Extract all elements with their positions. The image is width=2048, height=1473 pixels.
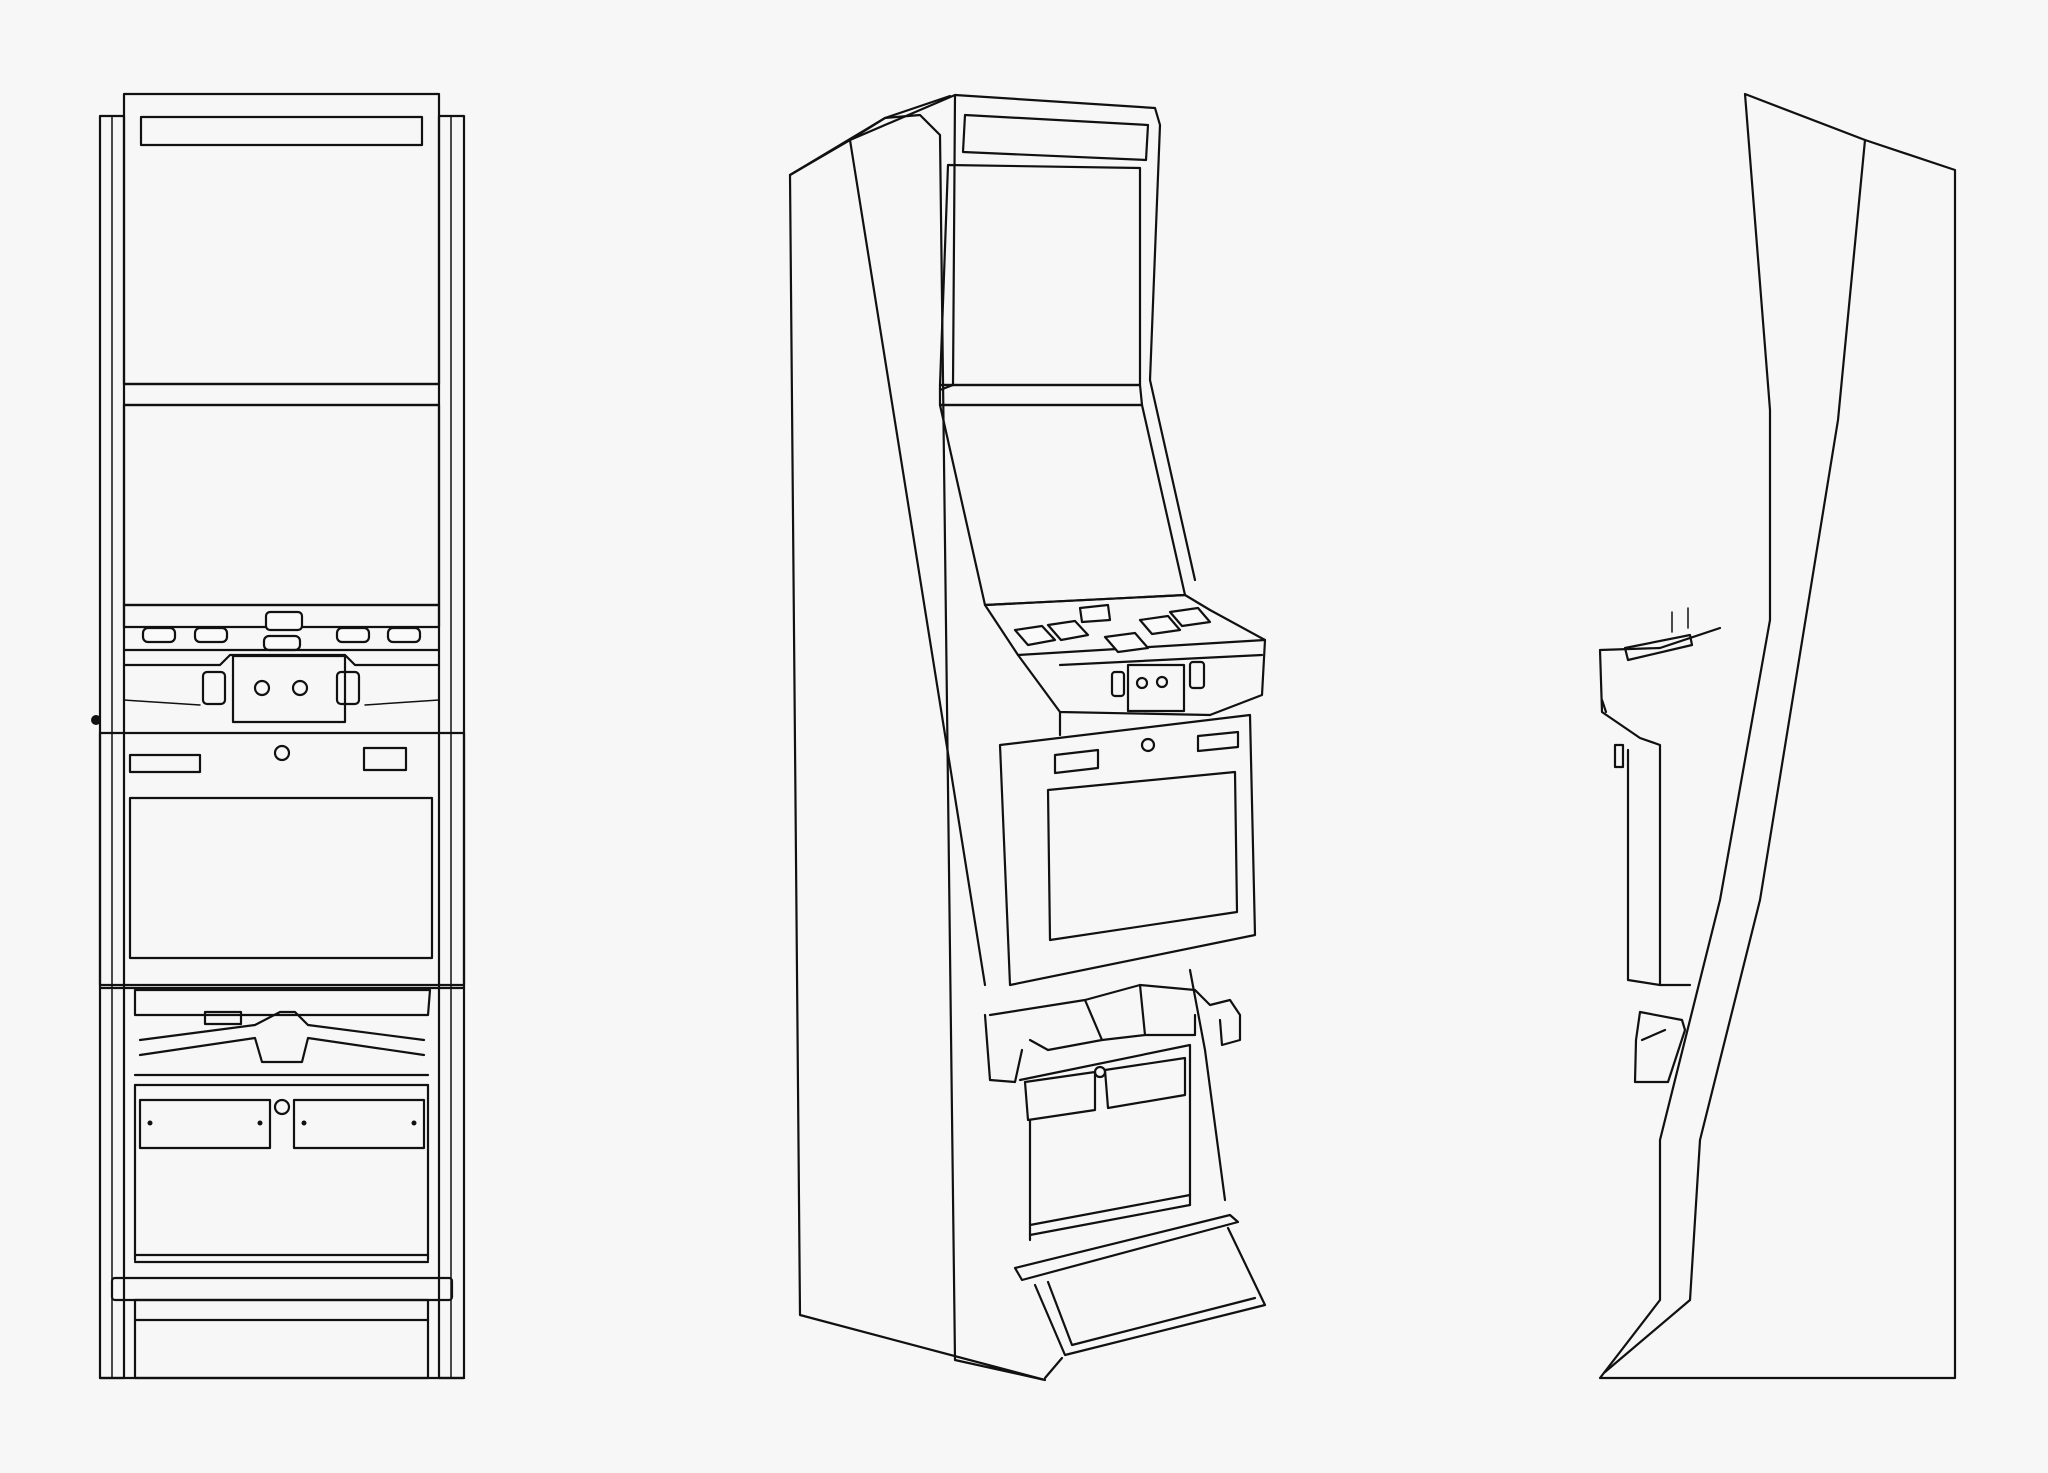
persp-belly-panel <box>998 713 1257 987</box>
side-tray-inner <box>1640 1028 1667 1042</box>
front-right-handle <box>335 670 361 706</box>
persp-side-top <box>788 116 887 177</box>
front-door-left <box>138 1098 272 1150</box>
persp-main-screen <box>938 403 1187 607</box>
side-belly <box>1626 748 1662 987</box>
front-deck-buttons <box>141 610 422 652</box>
front-side-knob <box>91 715 101 725</box>
persp-side-slope <box>848 138 987 987</box>
persp-deck <box>983 593 1267 717</box>
front-top-screen-frame <box>122 92 441 386</box>
persp-foot-rest <box>1033 1226 1267 1357</box>
deck-button-2 <box>193 626 229 644</box>
persp-button-4 <box>1138 614 1182 636</box>
persp-top-screen <box>938 163 1142 387</box>
persp-lock-2 <box>1155 675 1169 689</box>
persp-button-1 <box>1013 624 1057 647</box>
front-lower-top <box>133 988 432 1017</box>
persp-top-edge <box>883 94 952 120</box>
side-deck-edge <box>1600 698 1608 714</box>
front-center-panel <box>231 654 347 724</box>
deck-button-4 <box>335 626 371 644</box>
persp-lower-top <box>988 983 1242 1047</box>
persp-door-right <box>1103 1056 1187 1110</box>
front-lock-1 <box>253 679 271 697</box>
persp-screen-divider <box>938 383 1144 407</box>
front-lock-2 <box>291 679 309 697</box>
persp-tray-front <box>1028 1038 1104 1052</box>
side-buttons <box>1623 633 1694 662</box>
front-base-panel <box>133 1298 430 1380</box>
persp-door-left <box>1023 1070 1097 1122</box>
deck-button-5 <box>386 626 422 644</box>
door-screw-1 <box>147 1120 153 1126</box>
persp-kick-lines <box>1028 1193 1192 1237</box>
front-left-handle <box>201 670 227 706</box>
front-deck-underside <box>123 699 440 706</box>
persp-tray-right <box>1143 1013 1197 1037</box>
persp-top-sign <box>961 113 1150 162</box>
persp-foot-bar <box>1013 1213 1240 1282</box>
persp-belly-screen <box>1046 770 1239 942</box>
front-ticket-slot <box>362 746 408 772</box>
deck-button-1 <box>141 626 177 644</box>
persp-bill-label <box>1196 730 1240 753</box>
persp-lower-lip <box>1018 1043 1192 1082</box>
side-joystick <box>1671 607 1689 633</box>
front-view <box>91 92 466 1380</box>
persp-lock-1 <box>1135 676 1149 690</box>
persp-lower-sides <box>1028 1058 1192 1242</box>
persp-right-handle <box>1188 660 1206 690</box>
front-belly-lock <box>273 744 291 762</box>
persp-belly-joint <box>1058 710 1212 737</box>
persp-ticket-slot <box>1053 748 1100 775</box>
persp-base-corner <box>1043 1356 1064 1380</box>
persp-button-2 <box>1046 619 1090 642</box>
persp-deck-buttons <box>1013 603 1212 654</box>
door-screw-4 <box>411 1120 417 1126</box>
side-outline <box>1598 92 1957 1380</box>
front-tray-tab <box>203 1010 243 1026</box>
front-top-sign <box>139 115 424 147</box>
persp-button-3 <box>1103 631 1150 654</box>
front-foot-bar <box>110 1276 454 1302</box>
persp-tray <box>1083 983 1147 1042</box>
front-door-right <box>292 1098 426 1150</box>
side-tray <box>1633 1010 1687 1084</box>
front-door-lock <box>273 1098 291 1116</box>
front-belly-panel <box>98 731 466 987</box>
persp-left-handle <box>1110 670 1126 698</box>
deck-button-3 <box>262 634 302 652</box>
persp-foot-rest-inner <box>1046 1280 1257 1347</box>
persp-joystick <box>1078 603 1112 624</box>
perspective-view <box>788 93 1267 1382</box>
persp-side-panel <box>788 113 1047 1382</box>
side-front-slope <box>1603 138 1867 1374</box>
door-screw-2 <box>257 1120 263 1126</box>
side-view <box>1598 92 1957 1380</box>
side-handle <box>1613 743 1625 769</box>
front-bill-label <box>128 753 202 774</box>
deck-joystick <box>264 610 304 632</box>
persp-right-edge <box>1188 968 1227 1202</box>
side-deck <box>1598 626 1722 987</box>
persp-front-top <box>848 93 1197 582</box>
persp-door-lock <box>1093 1065 1107 1079</box>
persp-lower-left <box>983 1013 1024 1084</box>
door-screw-3 <box>301 1120 307 1126</box>
front-main-screen <box>122 403 441 607</box>
front-lower-bevel <box>138 1010 426 1042</box>
persp-deck-lower <box>1058 653 1264 667</box>
persp-center-panel <box>1126 663 1186 713</box>
persp-button-5 <box>1168 606 1212 628</box>
front-lower-bevel-2 <box>138 1036 426 1064</box>
front-belly-screen <box>128 796 434 960</box>
persp-belly-lock <box>1140 737 1156 753</box>
